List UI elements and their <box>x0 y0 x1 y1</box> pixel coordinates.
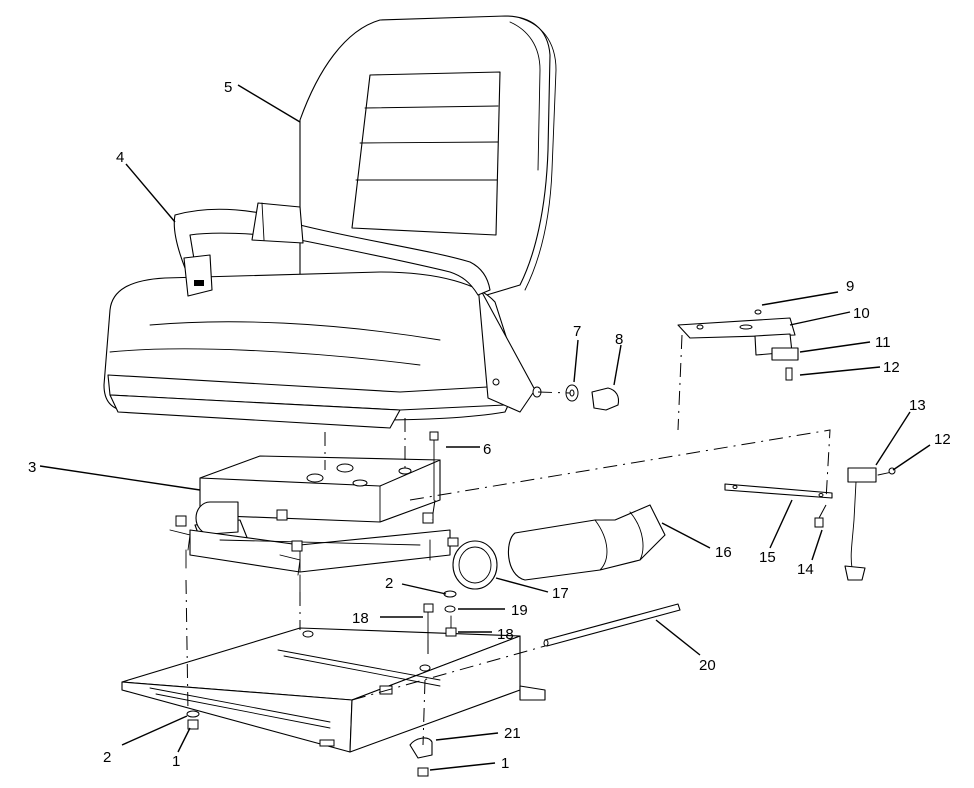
callout-16: 16 <box>715 544 732 561</box>
callout-2-left: 2 <box>103 749 111 766</box>
callout-2-middle: 2 <box>385 575 393 592</box>
callout-6: 6 <box>483 441 491 458</box>
callout-1-bottom: 1 <box>501 755 509 772</box>
callout-3: 3 <box>28 459 36 476</box>
callout-12-bottom: 12 <box>934 431 951 448</box>
callout-7: 7 <box>573 323 581 340</box>
mounting-hardware <box>429 384 620 501</box>
callout-4: 4 <box>116 149 124 166</box>
seat <box>103 15 557 429</box>
callout-17: 17 <box>552 585 569 602</box>
callout-8: 8 <box>615 331 623 348</box>
callout-15: 15 <box>759 549 776 566</box>
callout-20: 20 <box>699 657 716 674</box>
callout-5: 5 <box>224 79 232 96</box>
seat-suspension <box>169 455 451 593</box>
adjustment-rod <box>543 603 681 647</box>
spring-cover-tube <box>447 504 666 590</box>
callout-13: 13 <box>909 397 926 414</box>
callout-labels: 5 4 3 6 7 8 9 10 11 12 13 12 14 15 16 17… <box>28 79 951 772</box>
assembly-lines <box>185 334 831 746</box>
callout-18-left: 18 <box>352 610 369 627</box>
seat-belt <box>173 202 491 297</box>
callout-1-left: 1 <box>172 753 180 770</box>
seat-switch-bracket <box>677 309 896 581</box>
seat-base-plate <box>121 627 546 753</box>
fasteners <box>186 590 457 777</box>
leader-lines <box>39 84 931 771</box>
callout-10: 10 <box>853 305 870 322</box>
callout-12-top: 12 <box>883 359 900 376</box>
callout-9: 9 <box>846 278 854 295</box>
callout-14: 14 <box>797 561 814 578</box>
callout-11: 11 <box>875 334 891 351</box>
callout-21: 21 <box>504 725 521 742</box>
callout-19: 19 <box>511 602 528 619</box>
callout-18-right: 18 <box>497 626 514 643</box>
